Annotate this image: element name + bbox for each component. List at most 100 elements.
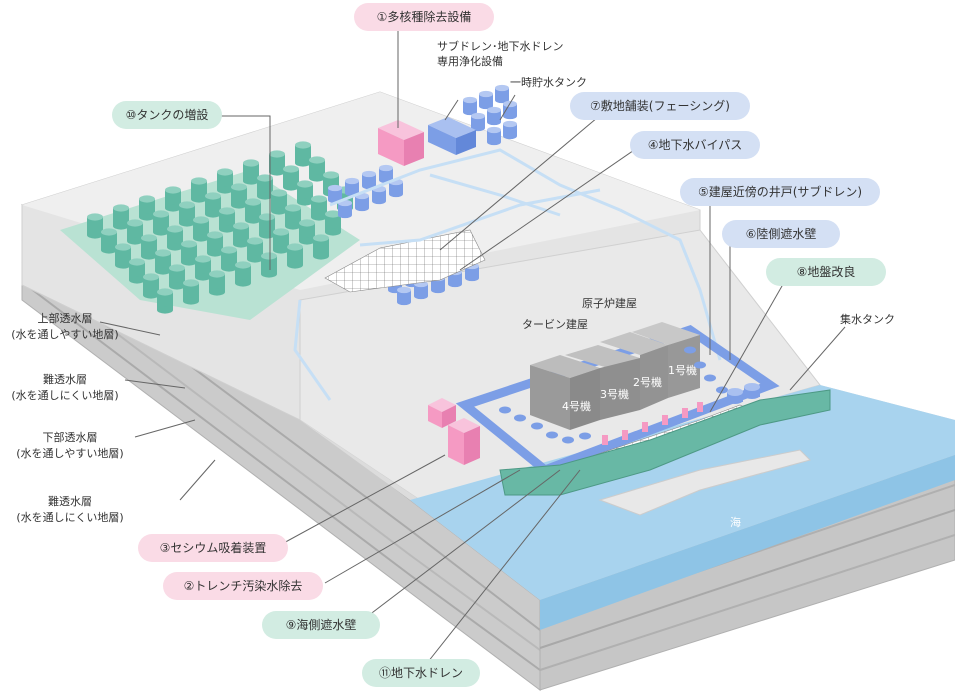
callout-label: ④地下水バイパス (648, 138, 743, 152)
green-tank (219, 207, 235, 233)
green-tank (299, 219, 315, 245)
green-tank (273, 228, 289, 254)
green-tank (157, 288, 173, 314)
temp-tank-label: 一時貯水タンク (510, 76, 587, 89)
green-tank (155, 249, 171, 275)
layer-label: 難透水層 (水を通しにくい地層) (16, 495, 123, 524)
green-tank (233, 222, 249, 248)
blue-tank (487, 106, 501, 126)
blue-tank (328, 184, 342, 204)
reactor-buildings (530, 322, 700, 430)
sea-label: 海 (730, 515, 741, 529)
trench-marker (682, 408, 688, 418)
blue-tank (372, 185, 386, 205)
well (694, 361, 706, 369)
trench-marker (697, 402, 703, 412)
blue-tank (503, 100, 517, 120)
green-tank (313, 234, 329, 260)
callout-c8: ⑧地盤改良 (766, 258, 886, 286)
turbine-bldg-label: タービン建屋 (522, 317, 588, 331)
subdrain-facility (428, 117, 476, 155)
callout-c4: ④地下水バイパス (630, 131, 760, 159)
unit-label: 1号機 (668, 363, 697, 377)
blue-tank (471, 112, 485, 132)
callout-label: ⑤建屋近傍の井戸(サブドレン) (698, 184, 862, 199)
green-tank (139, 195, 155, 221)
sea-face (540, 455, 955, 630)
well (579, 432, 591, 440)
collection-tanks (727, 383, 760, 404)
subdrain-label-2: 専用浄化設備 (437, 54, 503, 68)
blue-tank (479, 90, 493, 110)
layer-desc: (水を通しにくい地層) (16, 511, 123, 524)
layer-name: 難透水層 (43, 373, 87, 386)
layer-desc: (水を通しにくい地層) (11, 389, 118, 402)
unit-label: 4号機 (562, 399, 591, 413)
green-tank (169, 264, 185, 290)
green-tank (183, 279, 199, 305)
green-tank (257, 174, 273, 200)
green-tank (179, 201, 195, 227)
green-tank (205, 192, 221, 218)
callout-label: ①多核種除去設備 (377, 9, 472, 24)
blue-tank (397, 286, 411, 306)
layer-name: 上部透水層 (38, 311, 93, 325)
layer-name: 難透水層 (48, 495, 92, 508)
callout-c7: ⑦敷地舗装(フェーシング) (570, 92, 750, 120)
subdrain-label-1: サブドレン･地下水ドレン (437, 39, 564, 53)
layer-labels: 上部透水層 (水を通しやすい地層) 難透水層 (水を通しにくい地層) 下部透水層(水を通… (11, 311, 123, 524)
green-tank (207, 231, 223, 257)
well (499, 406, 511, 414)
green-tank (115, 243, 131, 269)
blue-tank (487, 126, 501, 146)
green-tank (261, 252, 277, 278)
well (531, 422, 543, 430)
blue-tank (345, 177, 359, 197)
layer-label: 難透水層 (水を通しにくい地層) (11, 373, 118, 402)
blue-tank (463, 96, 477, 116)
blue-tank (414, 280, 428, 300)
callout-label: ⑦敷地舗装(フェーシング) (590, 98, 730, 113)
green-tank (209, 270, 225, 296)
green-tank (283, 165, 299, 191)
layer-desc: (水を通しやすい地層) (11, 328, 118, 341)
green-tank (287, 243, 303, 269)
blue-tank (379, 164, 393, 184)
green-tank (243, 159, 259, 185)
layer-label: 下部透水層(水を通しやすい地層) (16, 430, 123, 460)
well (704, 374, 716, 382)
green-tank (195, 255, 211, 281)
callout-c9: ⑨海側遮水壁 (262, 611, 380, 639)
blue-tank (495, 84, 509, 104)
callout-c5: ⑤建屋近傍の井戸(サブドレン) (680, 178, 880, 206)
callout-label: ②トレンチ汚染水除去 (184, 578, 303, 593)
groundwater-flow-lines (293, 148, 722, 401)
green-tank (129, 258, 145, 284)
callout-label: ⑨海側遮水壁 (286, 617, 357, 632)
unit-label: 2号機 (633, 375, 662, 389)
green-tank (269, 150, 285, 176)
green-tank (181, 240, 197, 266)
green-tank (235, 261, 251, 287)
collection-tank-label: 集水タンク (840, 312, 895, 326)
cesium-device (428, 398, 480, 465)
green-tank (143, 273, 159, 299)
green-tank (221, 246, 237, 272)
free-labels: サブドレン･地下水ドレン 専用浄化設備 一時貯水タンク 原子炉建屋 タービン建屋… (437, 39, 895, 331)
green-tank (325, 210, 341, 236)
green-tank (165, 186, 181, 212)
green-tank (295, 141, 311, 167)
well (514, 414, 526, 422)
layer-label: 上部透水層 (水を通しやすい地層) (11, 311, 118, 341)
green-tank (217, 168, 233, 194)
green-tank (231, 183, 247, 209)
green-tank (87, 213, 103, 239)
green-tank (167, 225, 183, 251)
callout-label: ⑧地盤改良 (797, 264, 856, 279)
sea-area: 海 (410, 385, 955, 630)
green-tank (285, 204, 301, 230)
green-tank (141, 234, 157, 260)
callout-label: ⑩タンクの増設 (126, 107, 209, 122)
blue-tank (355, 192, 369, 212)
